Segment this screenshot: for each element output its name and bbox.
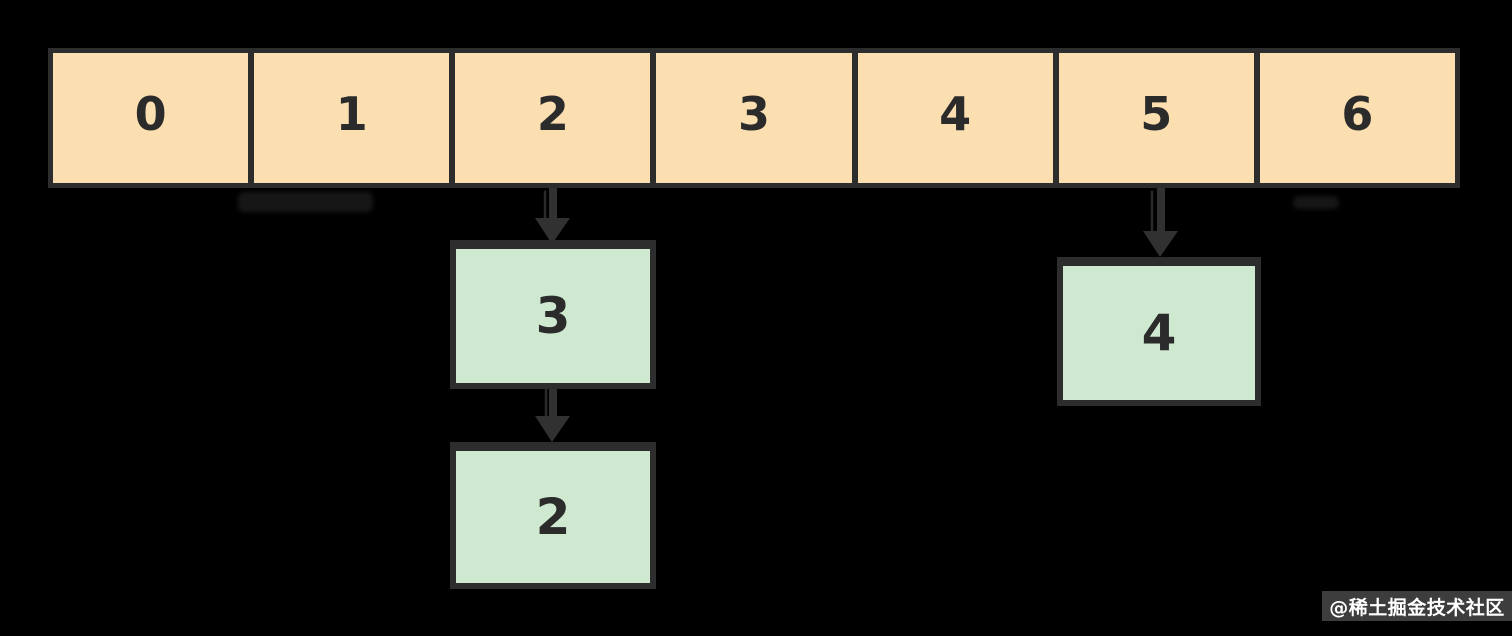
faint-smudge (238, 192, 373, 212)
array-cell-5: 5 (1058, 53, 1260, 183)
watermark-badge: @稀土掘金技术社区 (1322, 591, 1512, 621)
list-node-3: 3 (450, 240, 656, 389)
array-cell-label: 0 (134, 87, 167, 141)
array-cell-4: 4 (857, 53, 1059, 183)
array-cell-0: 0 (53, 53, 255, 183)
watermark-text: @稀土掘金技术社区 (1329, 596, 1505, 619)
arrow-cell5-to-node4 (1143, 188, 1178, 257)
array-cell-3: 3 (656, 53, 858, 183)
array-cell-label: 2 (536, 87, 569, 141)
list-node-4: 4 (1057, 257, 1261, 406)
arrow-cell2-to-node3 (535, 188, 570, 244)
list-node-2: 2 (450, 442, 656, 589)
array-cell-label: 3 (737, 87, 770, 141)
array-cell-label: 5 (1140, 87, 1173, 141)
array-cell-2: 2 (455, 53, 657, 183)
arrow-node3-to-node2 (535, 386, 570, 442)
array-cell-label: 1 (335, 87, 368, 141)
node-label: 2 (535, 488, 571, 546)
node-label: 4 (1141, 304, 1177, 362)
array-cell-label: 4 (939, 87, 972, 141)
array-cell-label: 6 (1341, 87, 1374, 141)
bucket-array: 0 1 2 3 4 5 6 (48, 48, 1460, 188)
array-cell-1: 1 (254, 53, 456, 183)
faint-smudge (1293, 196, 1339, 209)
node-label: 3 (535, 287, 571, 345)
array-cell-6: 6 (1259, 53, 1455, 183)
